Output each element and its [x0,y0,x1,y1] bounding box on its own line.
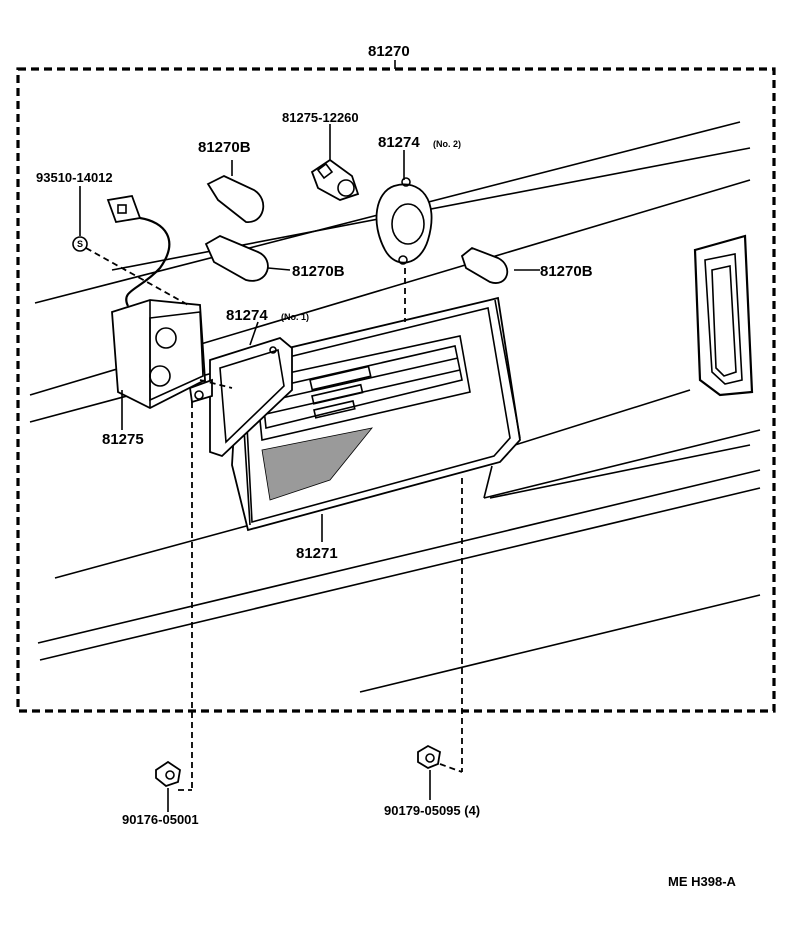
label-socket-bulb: 81275-12260 [282,110,359,125]
bulb-right [460,246,509,284]
assembly-boundary [16,60,776,713]
clip-symbol [72,236,88,252]
label-bulb-right: 81270B [540,263,593,280]
bulb-top-left [206,175,265,223]
wire-harness [106,194,171,307]
socket-housing [111,299,213,410]
label-bulb-mid-left: 81270B [292,263,345,280]
lens-assembly [231,296,521,532]
nut-right [417,744,441,770]
label-gasket-no2-num: 81274 [378,134,420,151]
assembly-dashed-lines [85,247,463,791]
leader-lines [79,124,540,812]
label-gasket-no1-note: (No. 1) [281,312,309,322]
handle-recess [693,234,754,397]
socket-bulb [310,158,360,201]
label-nut-right: 90179-05095 (4) [384,803,480,818]
label-clip-part: 93510-14012 [36,170,113,185]
label-code: ME H398-A [668,874,737,889]
labels: 81270 81270B 81275-12260 81274 (No. 2) 9… [36,43,737,889]
gasket-no2 [375,177,433,265]
label-gasket-no1-num: 81274 [226,307,268,324]
label-lens: 81271 [296,545,338,562]
label-nut-left: 90176-05001 [122,812,199,827]
label-clip-symbol: S [77,239,83,249]
label-socket-housing: 81275 [102,431,144,448]
label-gasket-no2-note: (No. 2) [433,139,461,149]
gasket-no1 [209,336,293,458]
label-bulb-top-left: 81270B [198,139,251,156]
nut-left [155,760,181,788]
label-assembly: 81270 [368,43,410,60]
bulb-mid-left [204,234,269,282]
